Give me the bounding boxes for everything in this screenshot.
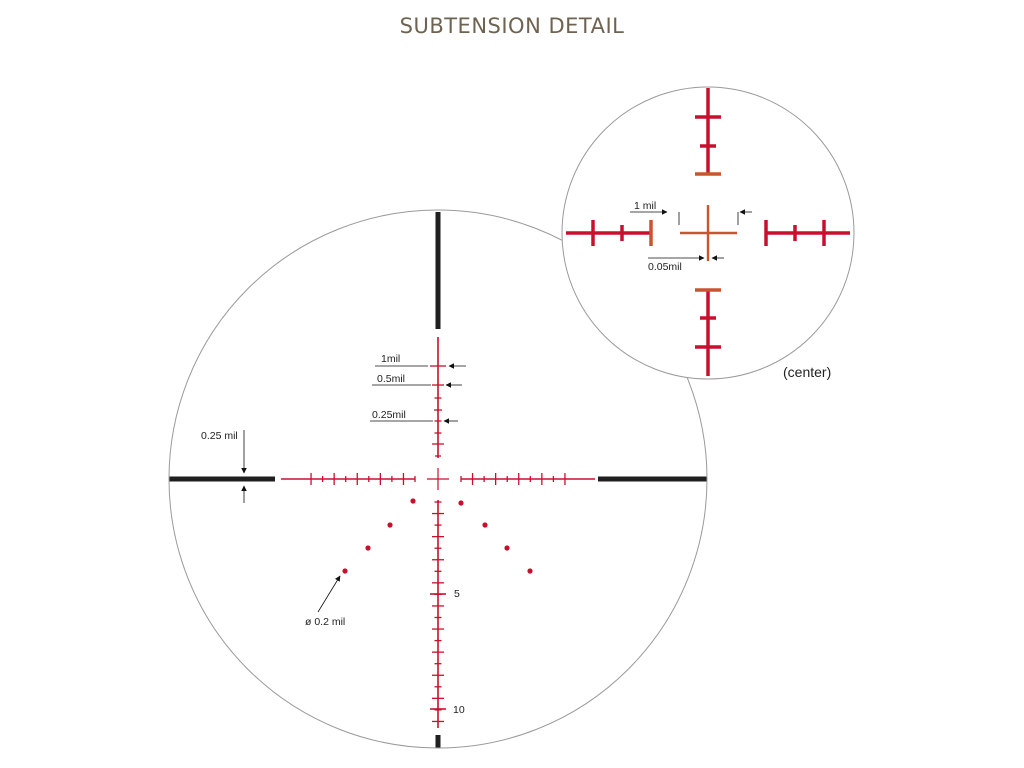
- inset-marks: [566, 88, 850, 376]
- label-center: (center): [783, 364, 831, 380]
- label-025mil: 0.25mil: [372, 409, 406, 421]
- label-1mil: 1mil: [381, 353, 400, 365]
- label-5: 5: [454, 588, 460, 600]
- annotation-025mil: 0.25mil: [370, 409, 458, 424]
- main-scope-outline: [168, 209, 708, 749]
- main-reticle-view: 1mil 0.5mil 0.25mil 0.25 mil ø 0.2 mil 5…: [168, 209, 708, 749]
- hold-dot: [504, 545, 510, 551]
- annotation-inset-005mil: 0.05mil: [648, 255, 724, 273]
- label-post-025mil: 0.25 mil: [201, 430, 238, 442]
- annotation-05mil: 0.5mil: [372, 373, 462, 388]
- label-inset-005mil: 0.05mil: [648, 261, 682, 273]
- red-subtension-marks: [281, 337, 595, 728]
- hold-dot: [527, 568, 533, 574]
- label-inset-1mil: 1 mil: [634, 200, 656, 212]
- hold-dot: [365, 545, 371, 551]
- hold-dot: [342, 568, 348, 574]
- page-title: SUBTENSION DETAIL: [399, 14, 625, 38]
- hold-dot: [387, 522, 393, 528]
- center-inset-view: 1 mil 0.05mil (center): [561, 86, 855, 380]
- annotation-post-thickness: 0.25 mil: [201, 430, 247, 503]
- label-10: 10: [453, 704, 465, 716]
- hold-dot: [458, 500, 464, 506]
- hold-dot: [410, 498, 416, 504]
- label-05mil: 0.5mil: [377, 373, 405, 385]
- annotation-1mil: 1mil: [375, 353, 466, 369]
- hold-dot: [482, 522, 488, 528]
- annotation-inset-1mil: 1 mil: [630, 200, 752, 225]
- annotation-dot-size: ø 0.2 mil: [305, 575, 345, 628]
- label-dot-diameter: ø 0.2 mil: [305, 616, 345, 628]
